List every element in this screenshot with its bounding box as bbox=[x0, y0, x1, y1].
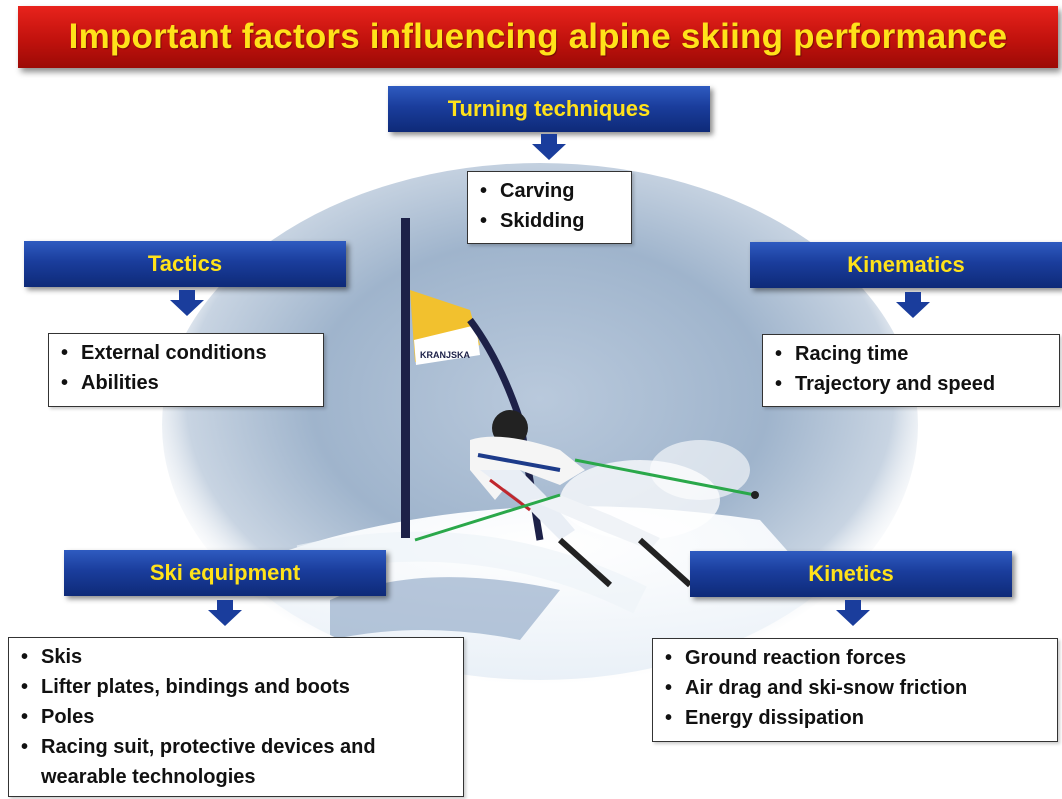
kinematics-label: Kinematics bbox=[847, 252, 965, 277]
turning-techniques-label: Turning techniques bbox=[447, 96, 651, 121]
kinetics-label: Kinetics bbox=[808, 561, 894, 586]
list-item: Poles bbox=[19, 702, 451, 732]
list-item: Lifter plates, bindings and boots bbox=[19, 672, 451, 702]
arrow-down-icon bbox=[532, 134, 566, 160]
list-item: Racing suit, protective devices and bbox=[19, 732, 451, 762]
list-item: Trajectory and speed bbox=[773, 369, 1047, 399]
turning-techniques-list: Carving Skidding bbox=[467, 171, 632, 244]
kinematics-header: Kinematics bbox=[750, 242, 1062, 288]
arrow-down-icon bbox=[836, 600, 870, 626]
ski-equipment-header: Ski equipment bbox=[64, 550, 386, 596]
tactics-header: Tactics bbox=[24, 241, 346, 287]
list-item: Energy dissipation bbox=[663, 703, 1045, 733]
kinematics-list: Racing time Trajectory and speed bbox=[762, 334, 1060, 407]
list-item: Racing time bbox=[773, 339, 1047, 369]
arrow-down-icon bbox=[208, 600, 242, 626]
page-title: Important factors influencing alpine ski… bbox=[68, 17, 1008, 56]
list-item: Ground reaction forces bbox=[663, 643, 1045, 673]
arrow-down-icon bbox=[170, 290, 204, 316]
tactics-list: External conditions Abilities bbox=[48, 333, 324, 407]
list-item-continuation: wearable technologies bbox=[41, 766, 256, 788]
turning-techniques-header: Turning techniques bbox=[388, 86, 710, 132]
svg-text:KRANJSKA: KRANJSKA bbox=[420, 350, 471, 360]
kinetics-header: Kinetics bbox=[690, 551, 1012, 597]
kinetics-list: Ground reaction forces Air drag and ski-… bbox=[652, 638, 1058, 742]
list-item: Skidding bbox=[478, 206, 619, 236]
title-banner: Important factors influencing alpine ski… bbox=[18, 6, 1058, 68]
list-item: Abilities bbox=[59, 368, 311, 398]
tactics-label: Tactics bbox=[147, 251, 223, 276]
list-item: Air drag and ski-snow friction bbox=[663, 673, 1045, 703]
ski-equipment-label: Ski equipment bbox=[149, 560, 301, 585]
list-item: Skis bbox=[19, 642, 451, 672]
ski-equipment-list: Skis Lifter plates, bindings and boots P… bbox=[8, 637, 464, 797]
list-item: External conditions bbox=[59, 338, 311, 368]
list-item: Carving bbox=[478, 176, 619, 206]
arrow-down-icon bbox=[896, 292, 930, 318]
